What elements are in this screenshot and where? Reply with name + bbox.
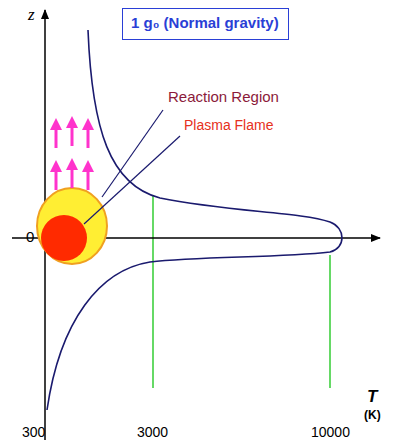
- plasma-flame: [41, 215, 87, 261]
- axis-name: z: [28, 6, 35, 25]
- tick-label: 3000: [137, 425, 168, 440]
- region-label: Reaction Region: [168, 89, 279, 106]
- region-label: Plasma Flame: [184, 118, 273, 133]
- reaction-region: [37, 188, 107, 264]
- axis-unit: (K): [364, 409, 381, 422]
- title-box: 1 g₀ (Normal gravity): [122, 8, 289, 40]
- convection-arrowheads: [50, 116, 94, 172]
- axis-name: T: [367, 388, 377, 407]
- reference-line: [152, 195, 154, 388]
- leader-line: [84, 136, 180, 224]
- leader-line: [102, 110, 163, 197]
- title-text: 1 g₀ (Normal gravity): [131, 15, 280, 32]
- reference-line: [329, 255, 331, 388]
- axis-origin: 0: [26, 229, 34, 246]
- tick-label: 10000: [311, 425, 350, 440]
- tick-label: 300: [22, 425, 45, 440]
- convection-arrows: [56, 126, 88, 190]
